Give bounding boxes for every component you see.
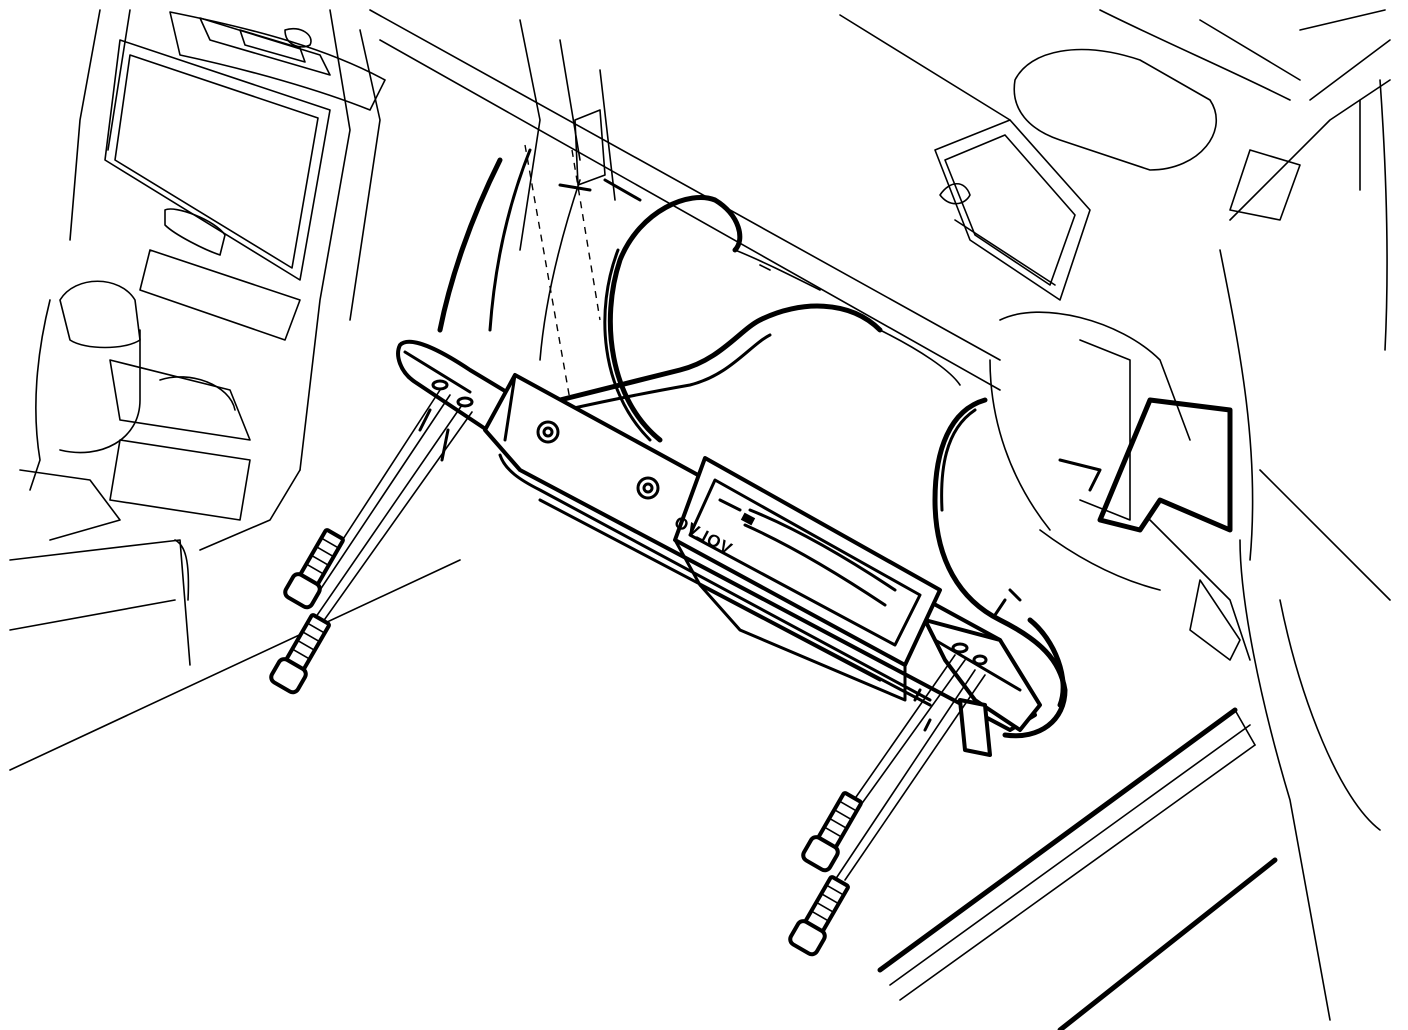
radio-unit: VOLVO <box>670 456 942 702</box>
bolt-4 <box>788 875 850 957</box>
bolt-2 <box>269 613 331 695</box>
bolt-1 <box>283 528 345 610</box>
support-rail <box>437 144 642 401</box>
bolt-3 <box>801 791 863 873</box>
door-sill <box>877 707 1278 1030</box>
center-console <box>9 9 461 771</box>
steering-area <box>989 249 1391 1021</box>
wiring-harness <box>557 195 1068 739</box>
bolt-guides <box>299 389 1022 881</box>
dashboard-upper <box>369 9 1391 391</box>
